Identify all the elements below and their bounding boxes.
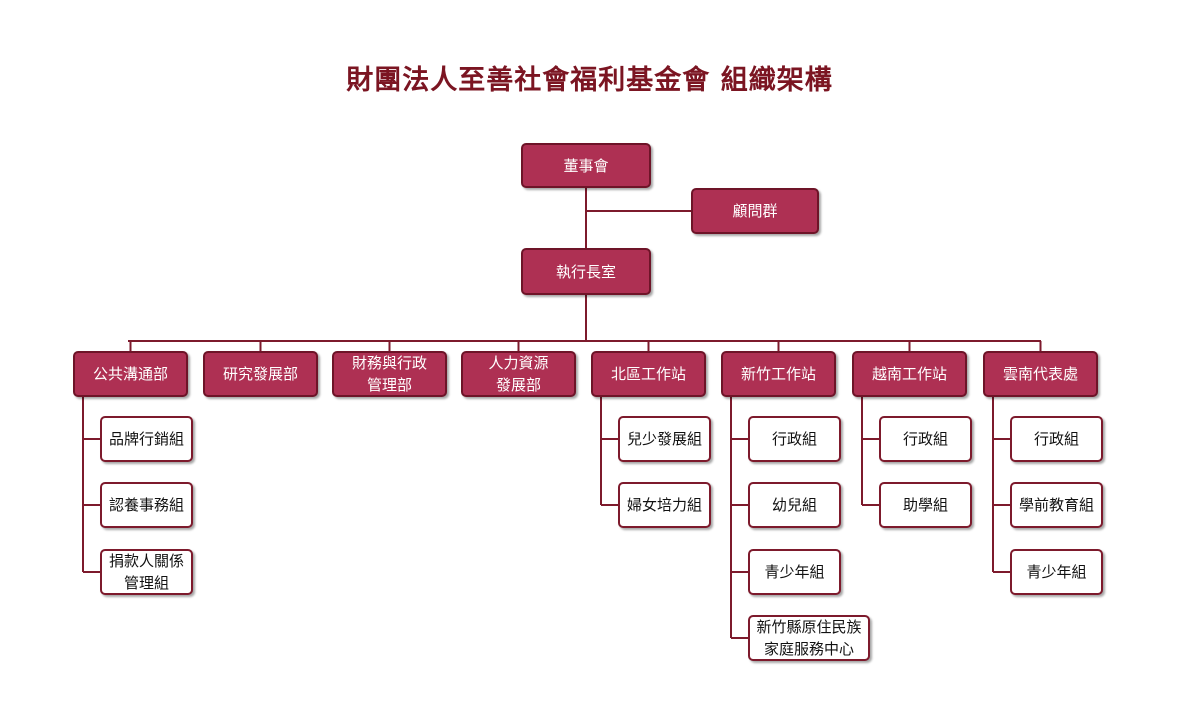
department-box: 北區工作站	[591, 351, 706, 397]
unit-box-label: 助學組	[902, 496, 948, 514]
unit-box-label: 青少年組	[764, 563, 825, 581]
unit-box: 行政組	[748, 416, 841, 462]
unit-box-label: 幼兒組	[771, 496, 817, 514]
department-box: 越南工作站	[852, 351, 967, 397]
advisors-box: 顧問群	[691, 188, 819, 234]
unit-box-label: 家庭服務中心	[763, 640, 854, 658]
unit-box-label: 行政組	[771, 430, 817, 448]
unit-box-label: 兒少發展組	[626, 430, 702, 448]
department-box-label: 雲南代表處	[1002, 365, 1078, 383]
department-box: 新竹工作站	[721, 351, 836, 397]
department-box: 人力資源發展部	[461, 351, 576, 397]
department-box-label: 新竹工作站	[740, 365, 816, 383]
department-box: 公共溝通部	[73, 351, 188, 397]
unit-box: 行政組	[879, 416, 972, 462]
unit-box-label: 婦女培力組	[626, 496, 702, 514]
department-box-label: 北區工作站	[610, 365, 686, 383]
board-label: 董事會	[563, 156, 609, 175]
department-box-label: 越南工作站	[871, 365, 947, 383]
board-box: 董事會	[521, 143, 651, 188]
unit-box-label: 管理組	[123, 574, 169, 592]
department-box-label: 研究發展部	[222, 365, 298, 383]
ceo-office-box: 執行長室	[521, 248, 651, 295]
unit-box-label: 品牌行銷組	[108, 430, 184, 448]
department-box-label: 發展部	[495, 376, 541, 394]
unit-box: 兒少發展組	[618, 416, 711, 462]
unit-box: 學前教育組	[1010, 482, 1103, 528]
unit-box-label: 捐款人關係	[108, 552, 184, 570]
unit-box: 品牌行銷組	[100, 416, 193, 462]
advisors-label: 顧問群	[732, 202, 778, 220]
department-box-label: 人力資源	[488, 354, 549, 372]
unit-box-label: 學前教育組	[1018, 496, 1094, 514]
department-box-label: 公共溝通部	[92, 365, 168, 383]
unit-box: 助學組	[879, 482, 972, 528]
department-box: 雲南代表處	[983, 351, 1098, 397]
unit-box-label: 新竹縣原住民族	[756, 618, 862, 636]
unit-box: 幼兒組	[748, 482, 841, 528]
unit-box: 行政組	[1010, 416, 1103, 462]
unit-box-label: 認養事務組	[108, 496, 184, 514]
unit-box-label: 行政組	[1033, 430, 1079, 448]
department-box-label: 管理部	[366, 376, 412, 394]
department-box: 財務與行政管理部	[332, 351, 447, 397]
unit-box: 青少年組	[748, 549, 841, 595]
department-box: 研究發展部	[203, 351, 318, 397]
unit-box: 新竹縣原住民族家庭服務中心	[748, 615, 870, 661]
unit-box: 青少年組	[1010, 549, 1103, 595]
unit-box: 捐款人關係管理組	[100, 549, 193, 595]
unit-box-label: 青少年組	[1026, 563, 1087, 581]
chart-title: 財團法人至善社會福利基金會 組織架構	[346, 65, 833, 96]
unit-box: 認養事務組	[100, 482, 193, 528]
department-box-label: 財務與行政	[351, 354, 427, 372]
unit-box: 婦女培力組	[618, 482, 711, 528]
ceo-office-label: 執行長室	[555, 262, 616, 281]
unit-box-label: 行政組	[902, 430, 948, 448]
